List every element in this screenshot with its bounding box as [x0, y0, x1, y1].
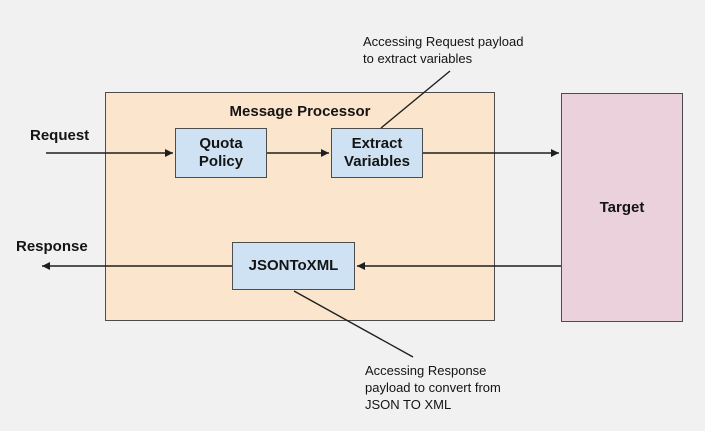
response-label: Response: [16, 238, 88, 255]
message-processor-title: Message Processor: [229, 103, 371, 120]
jsontoxml-node: JSONToXML: [232, 242, 355, 290]
annotation-request-payload: Accessing Request payload to extract var…: [363, 34, 524, 66]
annotation-response-payload: Accessing Response payload to convert fr…: [365, 363, 501, 412]
extract-variables-node: Extract Variables: [331, 128, 423, 178]
quota-policy-node: Quota Policy: [175, 128, 267, 178]
request-label: Request: [30, 127, 90, 144]
target-node: Target: [561, 93, 683, 322]
